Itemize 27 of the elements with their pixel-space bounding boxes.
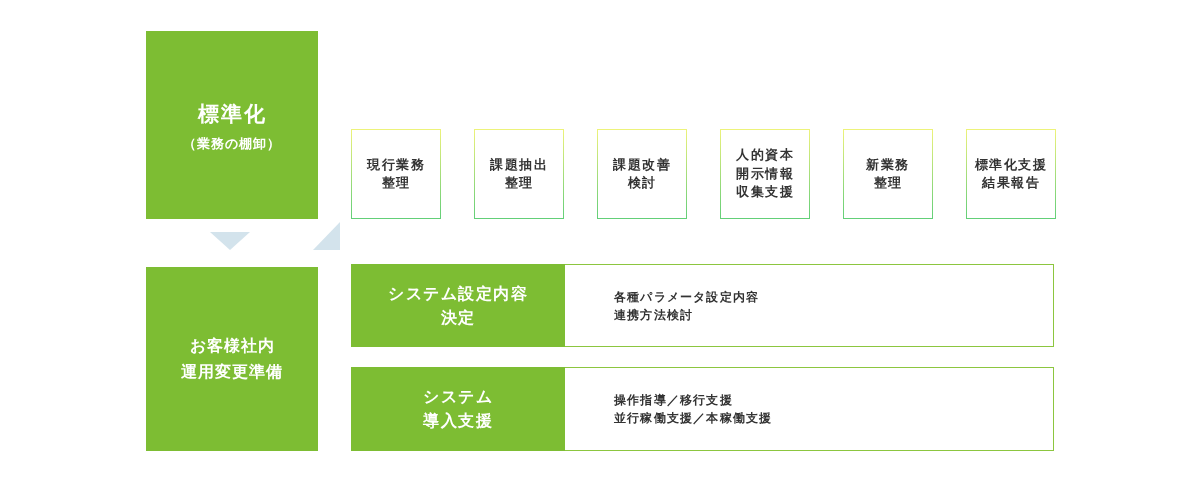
step-box (966, 129, 1056, 219)
arrow-triangle (313, 222, 340, 250)
step-label: 課題抽出整理 (490, 155, 548, 192)
task-row (351, 264, 1054, 347)
block-heading: 標準化 (197, 101, 267, 128)
block-heading: お客様社内運用変更準備 (181, 335, 283, 383)
step-label: 新業務整理 (866, 155, 910, 192)
step-label: 人的資本開示情報収集支援 (736, 146, 794, 202)
process-block (146, 31, 318, 219)
step-box (597, 129, 687, 219)
task-item: 操作指導／移行支援 (614, 392, 734, 409)
task-item: 各種パラメータ設定内容 (614, 288, 760, 306)
step-box (474, 129, 564, 219)
row-heading: システム導入支援 (351, 367, 565, 451)
process-block (146, 267, 318, 451)
step-label: 課題改善検討 (613, 155, 671, 192)
step-box (351, 129, 441, 219)
block-subheading: （業務の棚卸） (183, 135, 281, 153)
arrow-triangle (210, 232, 250, 250)
row-heading: システム設定内容決定 (351, 264, 565, 347)
task-item: 並行稼働支援／本稼働支援 (614, 410, 773, 427)
task-item: 連携方法検討 (614, 306, 695, 324)
step-box (720, 129, 810, 219)
step-label: 標準化支援結果報告 (974, 155, 1048, 192)
step-box (843, 129, 933, 219)
step-label: 現行業務整理 (367, 155, 425, 192)
task-row (351, 367, 1054, 451)
